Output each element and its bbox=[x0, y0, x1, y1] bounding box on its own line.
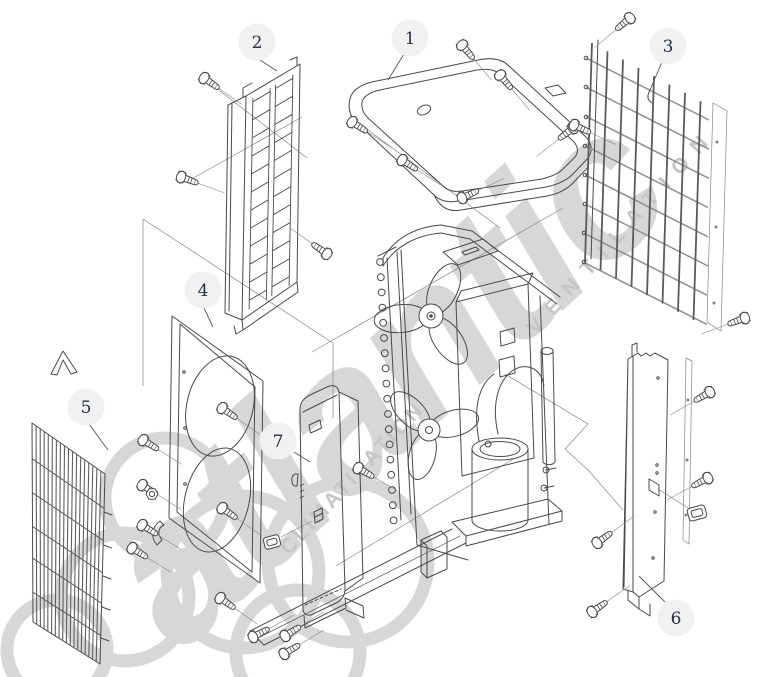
callout-6: 6 bbox=[657, 599, 695, 637]
mesh-hanger-hook bbox=[647, 89, 653, 104]
callout-3-number: 3 bbox=[663, 37, 674, 57]
brand-watermark: atlantic CLIMATISATION VENTILATION bbox=[0, 67, 721, 677]
fan-propeller-upper bbox=[373, 263, 468, 365]
callout-2: 2 bbox=[238, 23, 276, 61]
refrigerant-pipes bbox=[476, 347, 557, 492]
chassis-assembly bbox=[249, 224, 563, 646]
part-5-front-louver-grille bbox=[31, 422, 113, 665]
hook-bracket bbox=[152, 520, 165, 546]
callout-2-number: 2 bbox=[252, 33, 263, 53]
base-bracket bbox=[420, 530, 448, 579]
brand-name-watermark: atlantic bbox=[56, 67, 710, 677]
callout-1-number: 1 bbox=[405, 29, 416, 49]
part-7-pipe-cover-panel bbox=[291, 385, 365, 629]
grommet-plug bbox=[686, 504, 708, 522]
reference-plane-lines bbox=[142, 83, 728, 567]
fan-propeller-lower bbox=[390, 391, 479, 480]
part-3-wire-guard-mesh bbox=[581, 39, 710, 326]
compressor bbox=[471, 437, 529, 532]
callout-6-number: 6 bbox=[671, 609, 682, 629]
grommet-plug bbox=[262, 534, 282, 550]
callout-5-number: 5 bbox=[81, 398, 92, 418]
callout-3: 3 bbox=[649, 27, 687, 65]
part-1-top-cover bbox=[348, 58, 592, 212]
callout-7: 7 bbox=[259, 422, 297, 460]
part-6-side-panel bbox=[622, 342, 669, 617]
callout-5: 5 bbox=[67, 388, 105, 426]
callout-1: 1 bbox=[391, 19, 429, 57]
callout-4-number: 4 bbox=[198, 281, 209, 301]
grille-mount-tabs bbox=[100, 511, 113, 642]
callout-leader-lines bbox=[88, 53, 666, 603]
electrical-box bbox=[455, 272, 535, 477]
mounting-screws bbox=[124, 9, 752, 663]
corner-bracket bbox=[50, 350, 78, 376]
callout-7-number: 7 bbox=[273, 432, 284, 452]
hex-nut bbox=[145, 488, 159, 500]
part-4-fan-guard-panel bbox=[50, 315, 264, 584]
part-2-side-grille-panel bbox=[224, 56, 301, 335]
callout-4: 4 bbox=[184, 271, 222, 309]
